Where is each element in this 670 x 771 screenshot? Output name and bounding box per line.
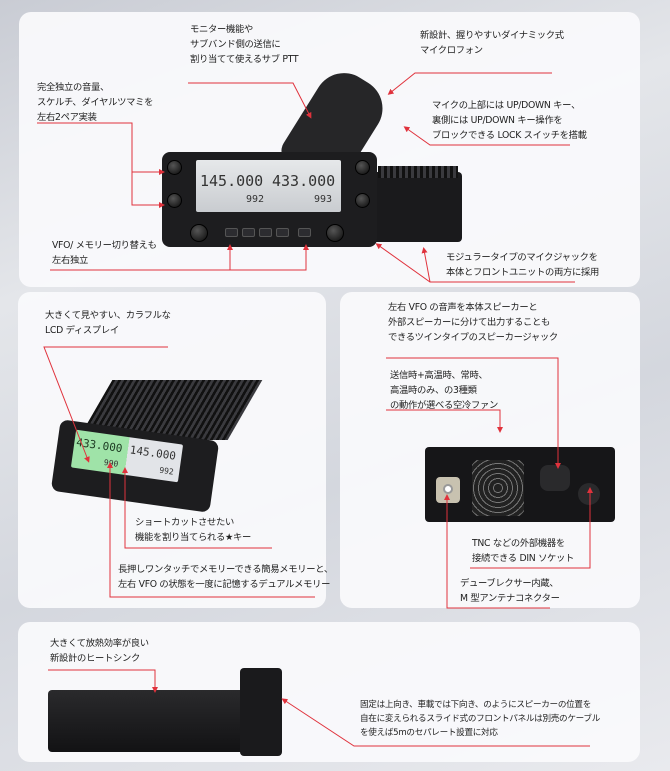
line: デューブレクサー内蔵、	[460, 578, 559, 589]
callout-line-heatsink	[48, 669, 158, 693]
line: 左右 VFO の状態を一度に記憶するデュアルメモリー	[118, 579, 331, 590]
callout-line-dual-memory	[107, 462, 315, 598]
callout-antenna: デューブレクサー内蔵、 M 型アンテナコネクター	[460, 576, 560, 606]
callout-din-socket: TNC などの外部機器を接続できる DIN ソケット	[472, 536, 574, 566]
line: 左右2ペア実装	[37, 112, 97, 123]
left-dial-knob	[190, 224, 208, 242]
callout-line-display	[43, 346, 168, 463]
callout-microphone: 新設計、握りやすいダイナミック式マイクロフォン	[420, 28, 564, 58]
line: 高温時のみ、の3種類	[390, 385, 477, 396]
callout-vfo-memory: VFO/ メモリー切り替えも左右独立	[52, 238, 157, 268]
star-button	[259, 228, 272, 237]
callout-fan: 送信時+高温時、常時、高温時のみ、の3種類の動作が選べる空冷ファン	[390, 368, 498, 413]
vol-button	[276, 228, 289, 237]
line: 割り当てて使えるサブ PTT	[190, 54, 299, 65]
line: モニター機能や	[190, 24, 253, 35]
line: 完全独立の音量、	[37, 82, 109, 93]
callout-line-knobs	[37, 122, 165, 208]
main-body	[372, 172, 462, 242]
line: 長押しワンタッチでメモリーできる簡易メモリーと、	[118, 564, 333, 575]
side-body	[48, 690, 248, 752]
callout-line-star	[122, 467, 272, 549]
left-squelch-knob	[167, 193, 182, 208]
lcd-right-channel: 993	[314, 194, 333, 205]
callout-sub-ptt: モニター機能やサブバンド側の送信に割り当てて使えるサブ PTT	[190, 22, 299, 67]
line: 左右 VFO の音声を本体スピーカーと	[388, 302, 538, 313]
callout-heatsink: 大きくて放熱効率が良い新設計のヒートシンク	[50, 636, 149, 666]
callout-line-fan	[386, 409, 503, 433]
line: できるツインタイプのスピーカージャック	[388, 332, 558, 343]
line: 外部スピーカーに分けて出力することも	[388, 317, 550, 328]
callout-display: 大きくて見やすい、カラフルな LCD ディスプレイ	[45, 308, 171, 338]
lcd-left-channel: 992	[246, 194, 265, 205]
left-vm-button	[225, 228, 238, 237]
line: 左右独立	[52, 255, 88, 266]
mw-button	[242, 228, 255, 237]
callout-mic-jack: モジュラータイプのマイクジャックを本体とフロントユニットの両方に採用	[446, 250, 599, 280]
line: 新設計、握りやすいダイナミック式	[420, 30, 564, 41]
line: 自在に変えられるスライド式のフロントパネルは別売のケーブル	[360, 714, 601, 724]
callout-line-microphone	[387, 72, 552, 95]
line: TNC などの外部機器を	[472, 538, 565, 549]
line: 接続できる DIN ソケット	[472, 553, 575, 564]
line: 固定は上向き、車載では下向き、のようにスピーカーの位置を	[360, 700, 592, 710]
line: 裏側には UP/DOWN キー操作を	[432, 115, 563, 126]
line: モジュラータイプのマイクジャックを	[446, 252, 598, 263]
callout-star-key: ショートカットさせたい機能を割り当てられる★キー	[135, 515, 251, 545]
line: マイクロフォン	[420, 45, 483, 56]
line: M 型アンテナコネクター	[460, 593, 560, 604]
callout-dual-memory: 長押しワンタッチでメモリーできる簡易メモリーと、左右 VFO の状態を一度に記憶…	[118, 562, 333, 592]
speaker-jack	[540, 465, 570, 491]
slide-front-panel	[240, 668, 282, 756]
line: 大きくて放熱効率が良い	[50, 638, 149, 649]
lcd-left-frequency: 145.000	[200, 172, 264, 190]
right-dial-knob	[326, 224, 344, 242]
line: を使えば5mのセパレート設置に対応	[360, 728, 498, 738]
din-socket	[578, 483, 600, 505]
line: LCD ディスプレイ	[45, 325, 119, 336]
right-squelch-knob	[355, 193, 370, 208]
callout-line-jack-2	[421, 247, 431, 283]
line: ショートカットさせたい	[135, 517, 234, 528]
callout-line-lock	[403, 126, 570, 146]
lcd-right-frequency: 433.000	[272, 172, 336, 190]
callout-line-sub-ptt	[188, 82, 312, 119]
line: 機能を割り当てられる★キー	[135, 532, 251, 543]
line: VFO/ メモリー切り替えも	[52, 240, 157, 251]
callout-line-speaker	[386, 357, 561, 469]
lcd-screen: 145.000 433.000 992 993	[196, 160, 341, 212]
callout-line-front-panel	[281, 698, 590, 747]
antenna-connector	[436, 477, 460, 503]
callout-speaker-jack: 左右 VFO の音声を本体スピーカーと外部スピーカーに分けて出力することもできる…	[388, 300, 558, 345]
heatsink-fins	[378, 166, 458, 178]
left-volume-knob	[167, 160, 182, 175]
line: サブバンド側の送信に	[190, 39, 281, 50]
right-volume-knob	[355, 160, 370, 175]
line: 本体とフロントユニットの両方に採用	[446, 267, 599, 278]
line: 大きくて見やすい、カラフルな	[45, 310, 171, 321]
line: スケルチ、ダイヤルツマミを	[37, 97, 154, 108]
callout-lock-switch: マイクの上部には UP/DOWN キー、裏側には UP/DOWN キー操作をブロ…	[432, 98, 587, 143]
callout-knobs: 完全独立の音量、スケルチ、ダイヤルツマミを左右2ペア実装	[37, 80, 153, 125]
right-vm-button	[298, 228, 311, 237]
line: 送信時+高温時、常時、	[390, 370, 488, 381]
callout-line-antenna	[444, 494, 550, 609]
callout-front-panel: 固定は上向き、車載では下向き、のようにスピーカーの位置を自在に変えられるスライド…	[360, 698, 600, 740]
cooling-fan	[472, 460, 524, 516]
callout-line-din	[470, 487, 593, 569]
line: 新設計のヒートシンク	[50, 653, 140, 664]
callout-line-vfo	[50, 244, 309, 271]
line: マイクの上部には UP/DOWN キー、	[432, 100, 581, 111]
line: の動作が選べる空冷ファン	[390, 400, 498, 411]
line: ブロックできる LOCK スイッチを搭載	[432, 130, 587, 141]
